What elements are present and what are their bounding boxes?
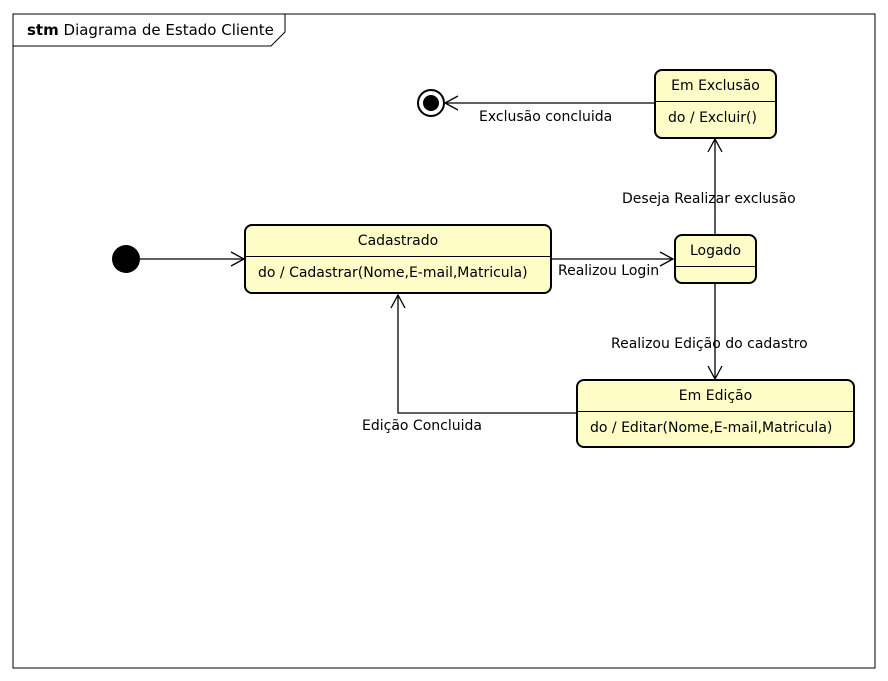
state-activity: do / Cadastrar(Nome,E-mail,Matricula) bbox=[258, 265, 528, 281]
final-node bbox=[417, 89, 445, 117]
state-activity: do / Editar(Nome,E-mail,Matricula) bbox=[590, 420, 833, 436]
label-realizou-login: Realizou Login bbox=[558, 263, 660, 279]
frame-tab bbox=[13, 14, 286, 47]
state-name: Logado bbox=[676, 236, 755, 267]
state-cadastrado[interactable]: Cadastrado do / Cadastrar(Nome,E-mail,Ma… bbox=[244, 224, 552, 294]
state-logado[interactable]: Logado bbox=[674, 234, 757, 284]
arrowhead bbox=[443, 95, 459, 111]
frame-title: stm Diagrama de Estado Cliente bbox=[13, 14, 285, 46]
label-realizou-edicao: Realizou Edição do cadastro bbox=[611, 336, 808, 352]
state-name: Em Edição bbox=[578, 381, 853, 412]
state-em-exclusao[interactable]: Em Exclusão do / Excluir() bbox=[654, 69, 777, 139]
label-edicao-concluida: Edição Concluida bbox=[362, 418, 482, 434]
diagram-frame bbox=[12, 13, 876, 669]
initial-node bbox=[112, 245, 140, 273]
arrowhead bbox=[390, 293, 406, 309]
label-deseja-realizar-exclusao: Deseja Realizar exclusão bbox=[622, 191, 796, 207]
state-em-edicao[interactable]: Em Edição do / Editar(Nome,E-mail,Matric… bbox=[576, 379, 855, 448]
arrowhead bbox=[707, 137, 723, 153]
frame-title-text: Diagrama de Estado Cliente bbox=[63, 21, 274, 39]
frame-kind: stm bbox=[27, 21, 59, 39]
state-activity: do / Excluir() bbox=[668, 110, 757, 126]
label-exclusao-concluida: Exclusão concluida bbox=[479, 109, 613, 125]
state-name: Cadastrado bbox=[246, 226, 550, 257]
transition-edicao-concluida bbox=[397, 296, 577, 414]
arrowhead bbox=[659, 251, 675, 267]
state-name: Em Exclusão bbox=[656, 71, 775, 102]
